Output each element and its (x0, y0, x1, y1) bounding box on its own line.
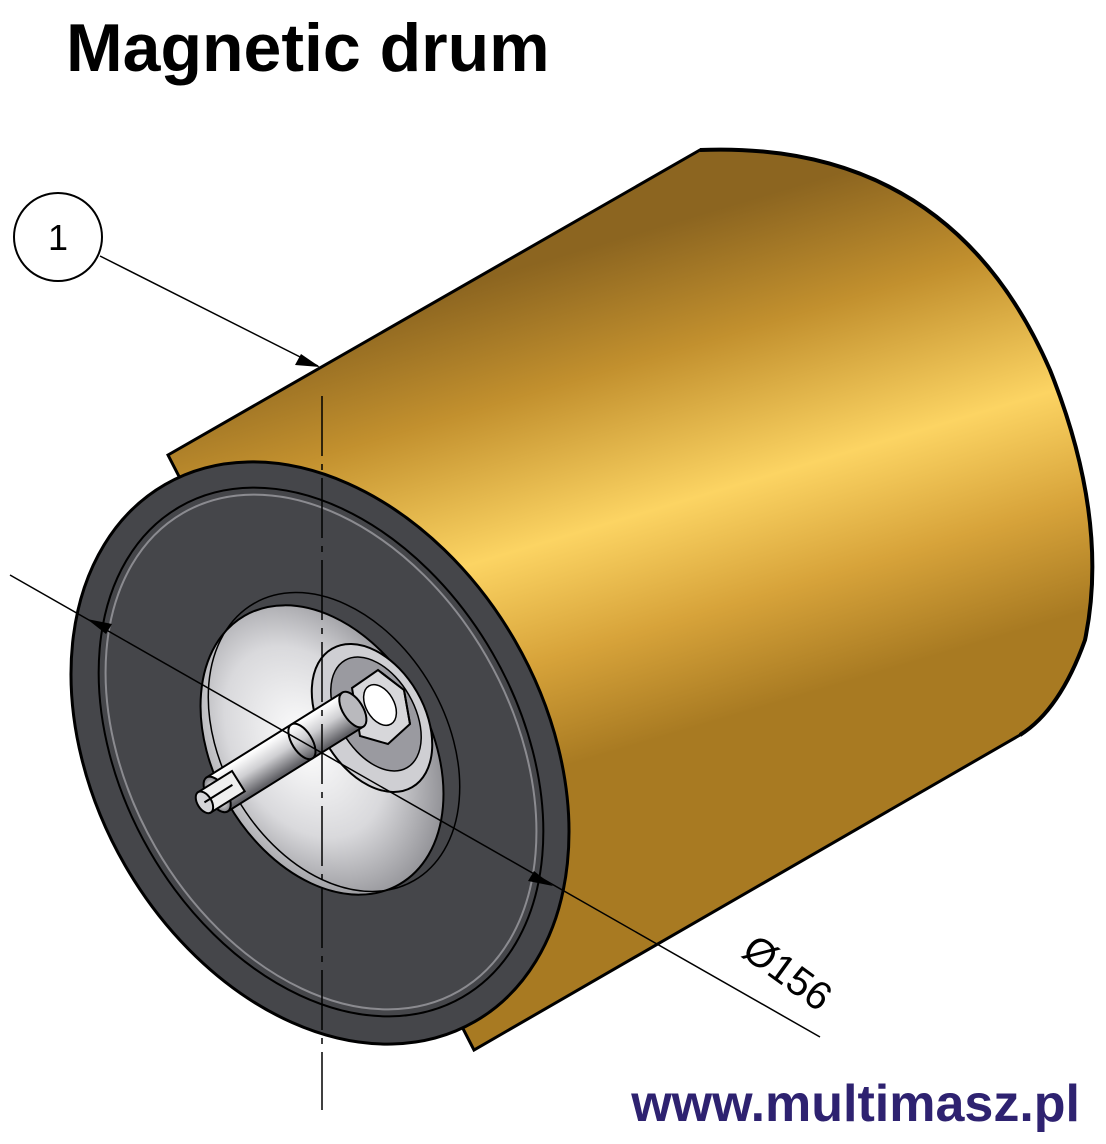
part-balloon: 1 (13, 192, 320, 367)
website-url[interactable]: www.multimasz.pl (631, 1078, 1080, 1130)
website-text[interactable]: www.multimasz.pl (631, 1075, 1080, 1133)
hex-nut (350, 668, 412, 746)
dimension-label: Ø156 (735, 927, 840, 1020)
balloon-label: 1 (48, 217, 68, 258)
shaft (194, 690, 368, 815)
page-title: Magnetic drum (66, 10, 550, 86)
